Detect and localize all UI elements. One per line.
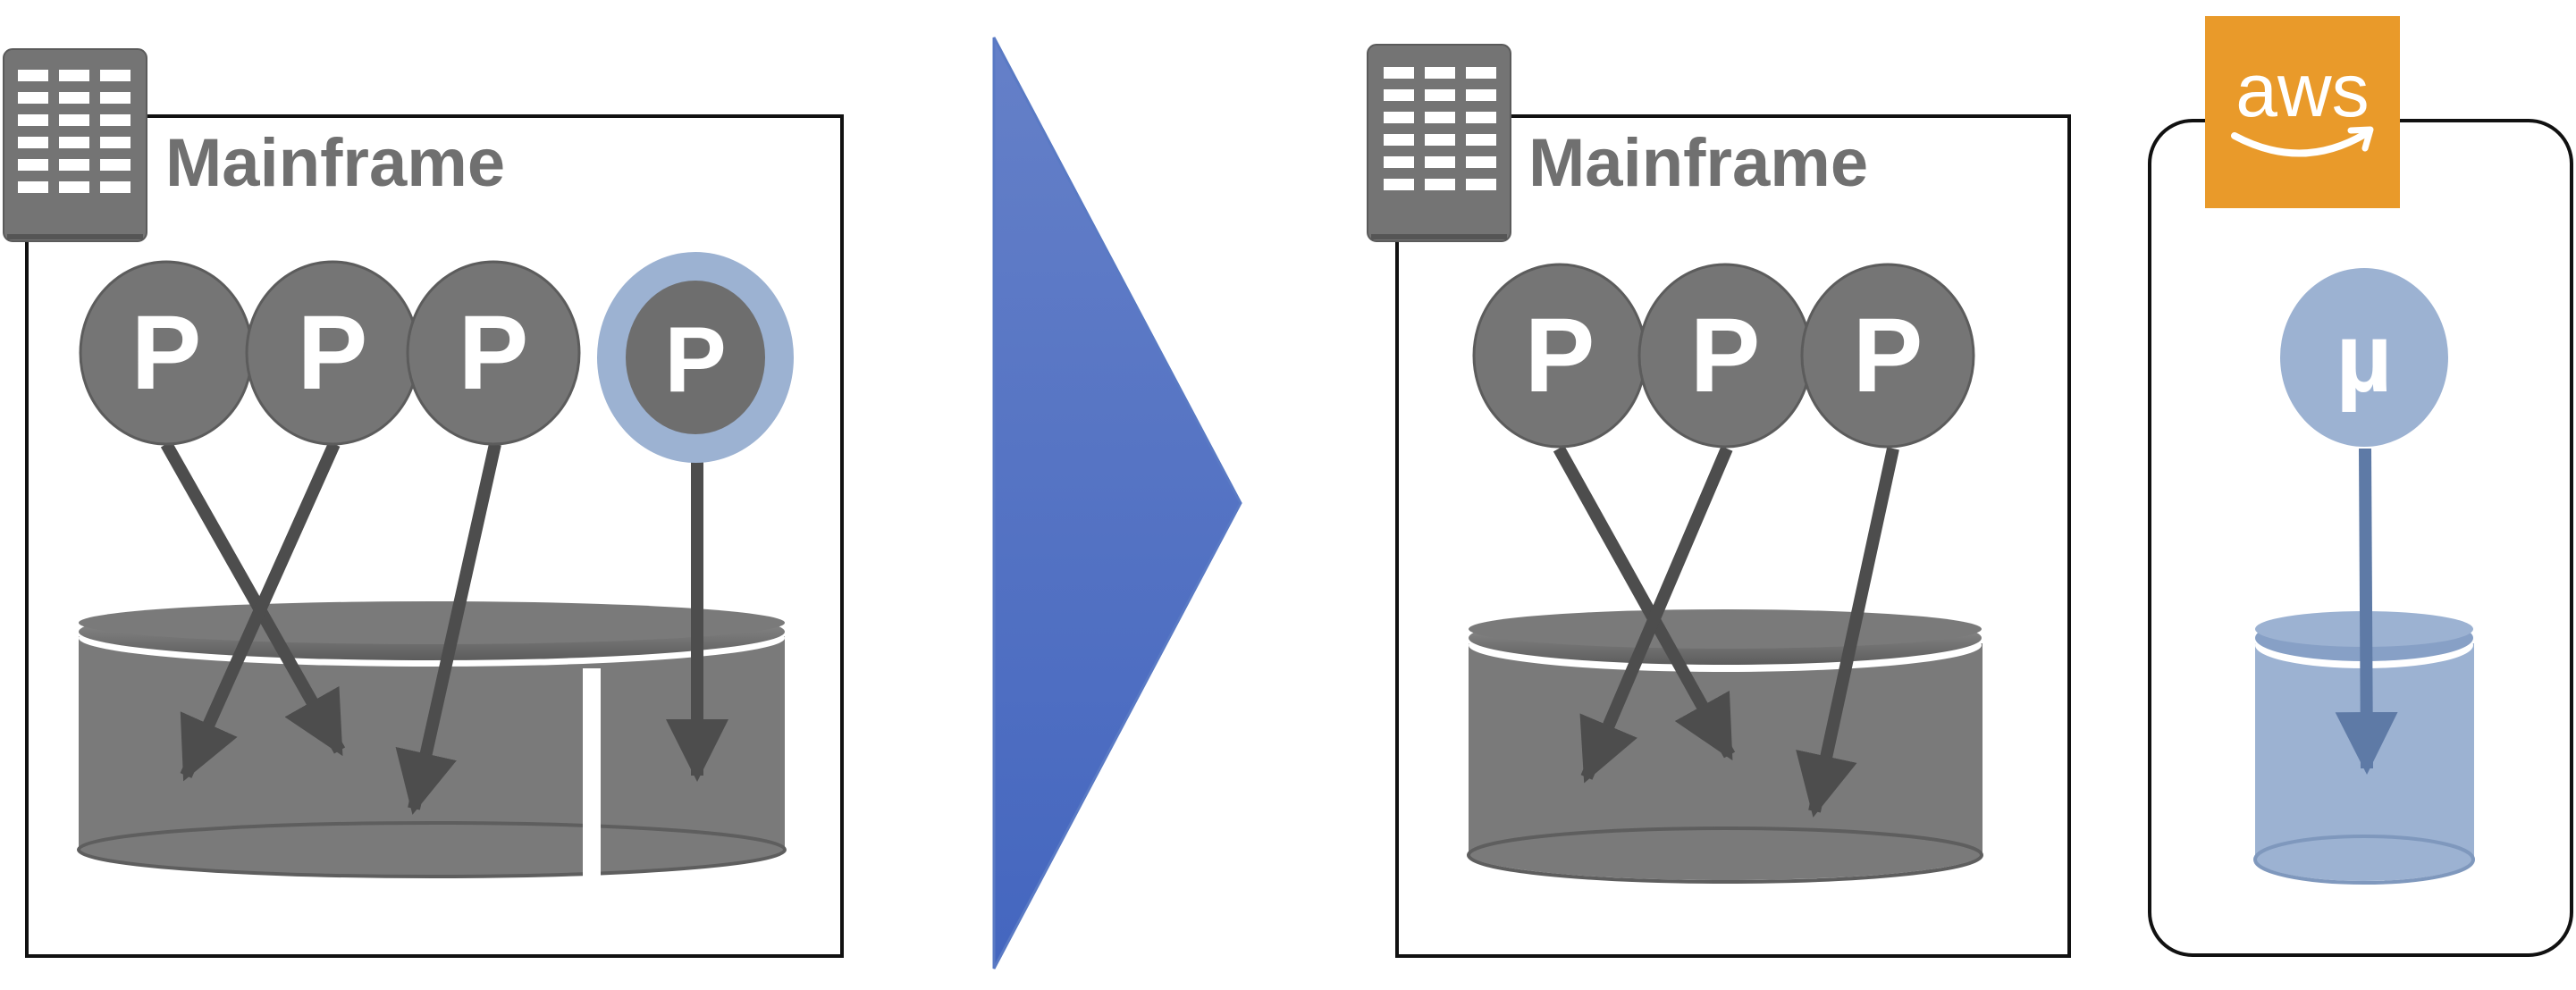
cloud-access-arrow xyxy=(2335,448,2398,775)
microservice-node xyxy=(2280,268,2448,447)
server-rack-icon xyxy=(3,48,147,242)
program-label: P xyxy=(1690,297,1761,415)
server-rack-icon xyxy=(1367,44,1511,242)
before-program-nodes: P P P P xyxy=(79,252,794,463)
after-mainframe-panel: Mainframe P P P xyxy=(1367,44,2071,958)
microservice-label: µ xyxy=(2336,303,2392,413)
program-label: P xyxy=(131,294,202,412)
after-mainframe-frame xyxy=(1395,114,2071,958)
after-access-arrows xyxy=(1553,445,1899,818)
program-label: P xyxy=(664,308,726,412)
aws-logo-icon: aws xyxy=(2205,16,2400,208)
before-mainframe-title: Mainframe xyxy=(165,125,505,201)
program-node xyxy=(1800,263,1975,449)
after-program-nodes: P P P xyxy=(1472,263,1975,449)
before-mainframe-panel: Mainframe P P P P xyxy=(3,48,844,958)
program-label: P xyxy=(1525,297,1595,415)
aws-cloud-panel: aws µ xyxy=(2148,16,2573,957)
after-mainframe-title: Mainframe xyxy=(1528,125,1868,201)
before-mainframe-frame xyxy=(25,114,844,958)
program-node xyxy=(626,281,765,434)
aws-logo-text: aws xyxy=(2235,48,2369,132)
program-label: P xyxy=(1853,297,1924,415)
before-access-arrows xyxy=(160,440,728,815)
program-node xyxy=(406,260,581,446)
transition-arrow-icon xyxy=(992,37,1242,969)
program-label: P xyxy=(459,294,529,412)
program-label: P xyxy=(298,294,368,412)
